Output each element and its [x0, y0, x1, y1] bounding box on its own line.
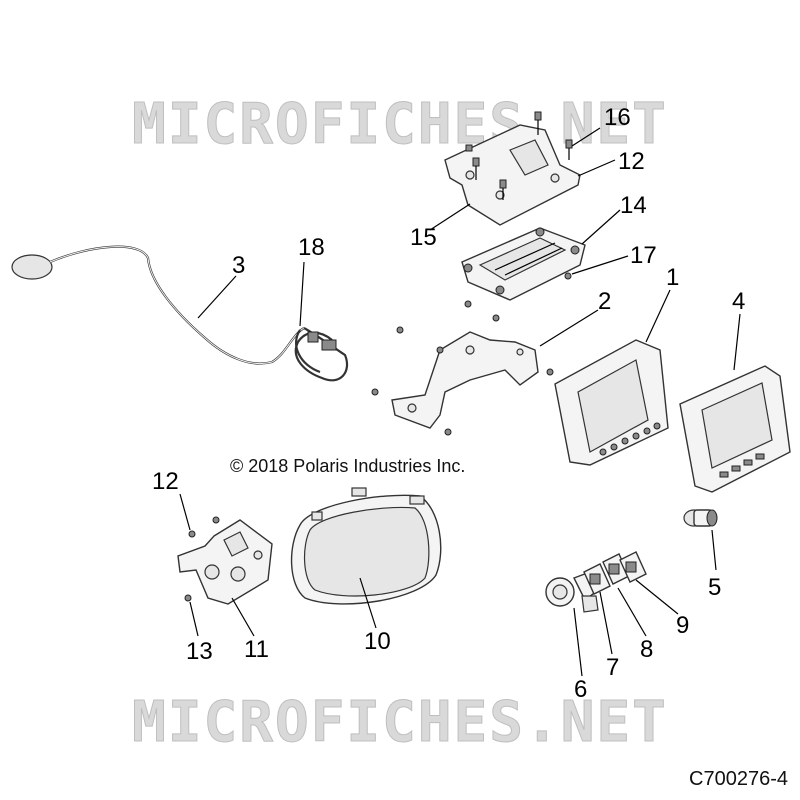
figure-id: C700276-4 [689, 768, 788, 790]
wire-harness [294, 327, 348, 382]
callout-10: 10 [364, 628, 391, 655]
copyright-notice: © 2018 Polaris Industries Inc. [230, 456, 466, 476]
callout-14: 14 [620, 192, 647, 219]
screw-a [396, 326, 404, 334]
callout-6: 6 [574, 676, 588, 703]
fastener-17 [564, 272, 572, 280]
display-bezel [679, 365, 791, 493]
fastener-lower-module [464, 300, 472, 308]
callout-2: 2 [598, 288, 612, 315]
screw-e [444, 428, 452, 436]
key-switch [545, 571, 599, 613]
callout-12-lower: 12 [152, 468, 179, 495]
screw-d [546, 368, 554, 376]
screw-b [436, 346, 444, 354]
callout-15: 15 [410, 224, 437, 251]
power-outlet [683, 509, 718, 527]
control-module [461, 227, 586, 301]
callout-17: 17 [630, 242, 657, 269]
instrument-cluster [290, 487, 442, 605]
leader-lines [179, 127, 741, 677]
fastener-lower-module-2 [492, 314, 500, 322]
display-unit [554, 339, 669, 466]
upper-bracket [444, 124, 581, 226]
callout-5: 5 [708, 574, 722, 601]
callout-18: 18 [298, 234, 325, 261]
rocker-switches [583, 551, 647, 595]
watermark-top: MICROFICHES.NET [132, 92, 668, 158]
screw-12-lower [188, 530, 196, 538]
callout-7: 7 [606, 654, 620, 681]
callout-8: 8 [640, 636, 654, 663]
callout-11: 11 [244, 636, 269, 663]
callout-16: 16 [604, 104, 631, 131]
callout-13: 13 [186, 638, 213, 665]
bolts-16 [465, 111, 573, 200]
callout-9: 9 [676, 612, 690, 639]
screw-13 [184, 594, 192, 602]
callout-1: 1 [666, 264, 680, 291]
watermark-bottom: MICROFICHES.NET [132, 690, 668, 756]
callout-12-upper: 12 [618, 148, 645, 175]
gps-antenna [11, 245, 305, 365]
display-bracket [391, 331, 539, 429]
callout-4: 4 [732, 288, 746, 315]
screw-12-lower-b [212, 516, 220, 524]
cluster-bracket [177, 519, 273, 605]
callout-3: 3 [232, 252, 246, 279]
screw-c [371, 388, 379, 396]
